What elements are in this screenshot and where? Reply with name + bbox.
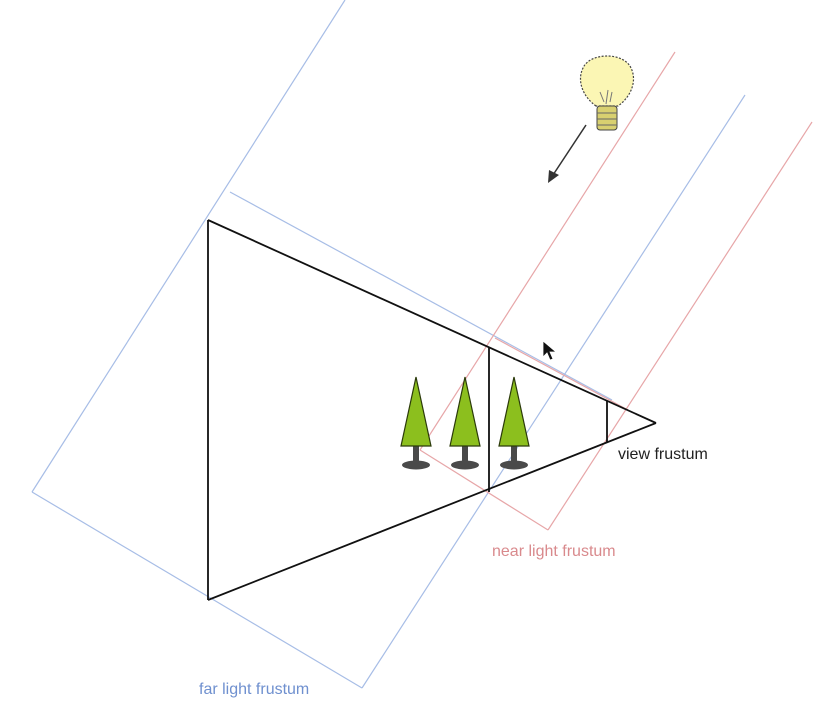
tree-foliage xyxy=(449,376,481,447)
tree-icon xyxy=(400,376,432,470)
arrow-icon xyxy=(548,124,587,183)
tree-icon xyxy=(449,376,481,470)
near-light-frustum xyxy=(419,51,813,531)
mouse-pointer-icon xyxy=(542,340,558,361)
far-light-outer-edge xyxy=(31,0,346,493)
near-light-frustum-label: near light frustum xyxy=(492,543,616,560)
tree-foliage xyxy=(400,376,432,447)
bulb-filament xyxy=(599,89,613,105)
bulb-glass xyxy=(579,55,635,107)
near-light-outer-edge xyxy=(419,51,676,451)
tree-icon xyxy=(498,376,530,470)
view-frustum-label: view frustum xyxy=(618,446,708,463)
far-light-top-edge xyxy=(229,191,613,401)
view-frustum-bottom-edge xyxy=(207,422,657,601)
trees xyxy=(400,376,530,470)
view-frustum-top-edge xyxy=(207,219,657,424)
far-light-frustum-label: far light frustum xyxy=(199,681,309,698)
view-frustum xyxy=(207,219,657,601)
arrow-head xyxy=(548,170,559,183)
near-light-inner-edge xyxy=(547,121,813,531)
far-light-frustum xyxy=(31,0,746,689)
bulb-base xyxy=(596,105,618,131)
tree-trunk xyxy=(462,445,468,465)
tree-trunk xyxy=(511,445,517,465)
far-light-inner-edge xyxy=(361,94,746,689)
light-bulb-icon xyxy=(579,55,635,131)
arrow-shaft xyxy=(552,124,587,176)
far-light-bottom-edge xyxy=(31,491,363,689)
tree-trunk xyxy=(413,445,419,465)
tree-foliage xyxy=(498,376,530,447)
near-light-top-edge xyxy=(494,337,629,411)
